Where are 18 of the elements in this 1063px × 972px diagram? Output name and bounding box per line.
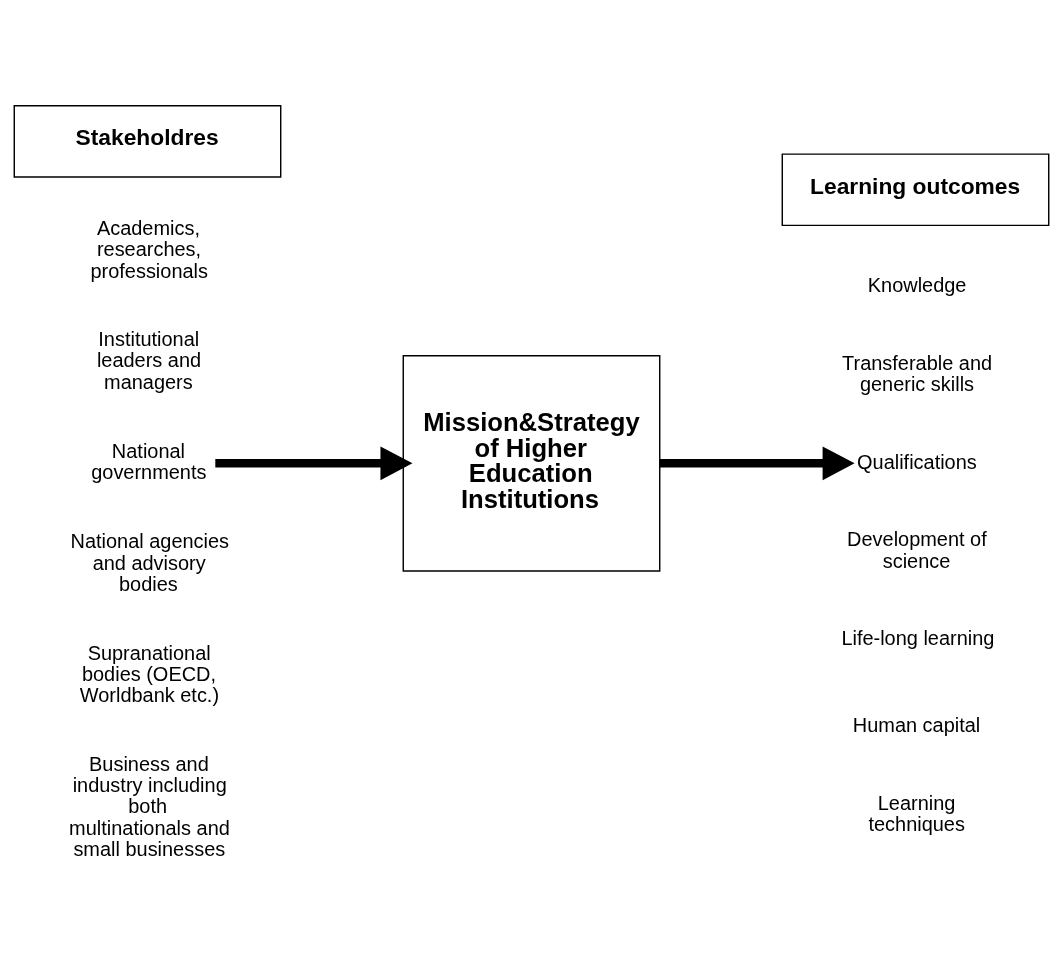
- node-box: Mission&Strategy of Higher Education Institutions: [402, 354, 661, 572]
- label: Business and industry including both multinationals and small businesses: [69, 752, 230, 860]
- label: Life-long learning: [841, 626, 995, 649]
- label: Human capital: [852, 713, 981, 736]
- node-text: Qualifications: [857, 450, 977, 473]
- label: National agencies and advisory bodies: [70, 529, 230, 595]
- label: Development of science: [847, 527, 987, 572]
- arrow: [215, 446, 413, 480]
- label: Transferable and generic skills: [842, 351, 993, 395]
- node-box: Stakeholdres: [13, 104, 282, 178]
- label: Knowledge: [867, 273, 967, 296]
- label: Academics, researches, professionals: [90, 216, 208, 282]
- arrow: [659, 446, 855, 480]
- label: Institutional leaders and managers: [96, 327, 202, 393]
- label: Supranational bodies (OECD, Worldbank etc.): [79, 641, 220, 706]
- node-text: National governments: [91, 439, 207, 483]
- label: Learning techniques: [868, 791, 965, 835]
- node-box: Learning outcomes: [781, 152, 1050, 226]
